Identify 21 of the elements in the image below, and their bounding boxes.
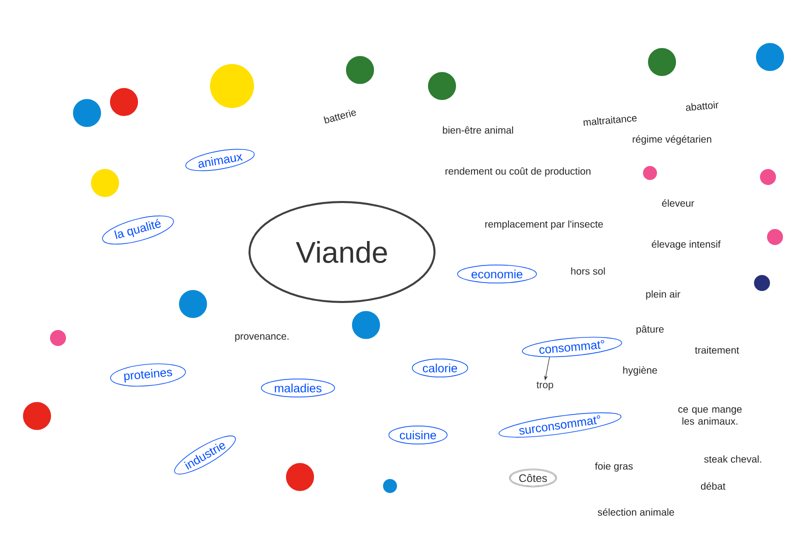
note-text: bien-être animal	[442, 126, 514, 134]
note-text: régime végétarien	[632, 135, 712, 145]
note-text: hors sol	[571, 267, 605, 275]
note-text: plein air	[646, 290, 680, 300]
note-text: foie gras	[595, 462, 633, 472]
note-text: traitement	[695, 346, 740, 354]
note-text: maltraitance	[584, 116, 637, 126]
note-text: pâture	[636, 325, 664, 335]
note-text: hygiène	[623, 366, 657, 376]
note-text: batterie	[324, 110, 356, 124]
note-text: débat	[700, 482, 726, 490]
note-text: remplacement par l'insecte	[485, 220, 603, 230]
note-text: steak cheval.	[704, 455, 762, 463]
note-text: trop	[536, 382, 554, 390]
note-text: provenance.	[235, 334, 288, 342]
note-text: rendement ou coût de production	[446, 167, 590, 177]
note-text: ce que mange les animaux.	[678, 407, 742, 425]
note-text: éleveur	[662, 199, 694, 207]
note-text: élevage intensif	[652, 240, 721, 250]
note-text: sélection animale	[598, 508, 674, 516]
note-text: abattoir	[686, 101, 718, 111]
